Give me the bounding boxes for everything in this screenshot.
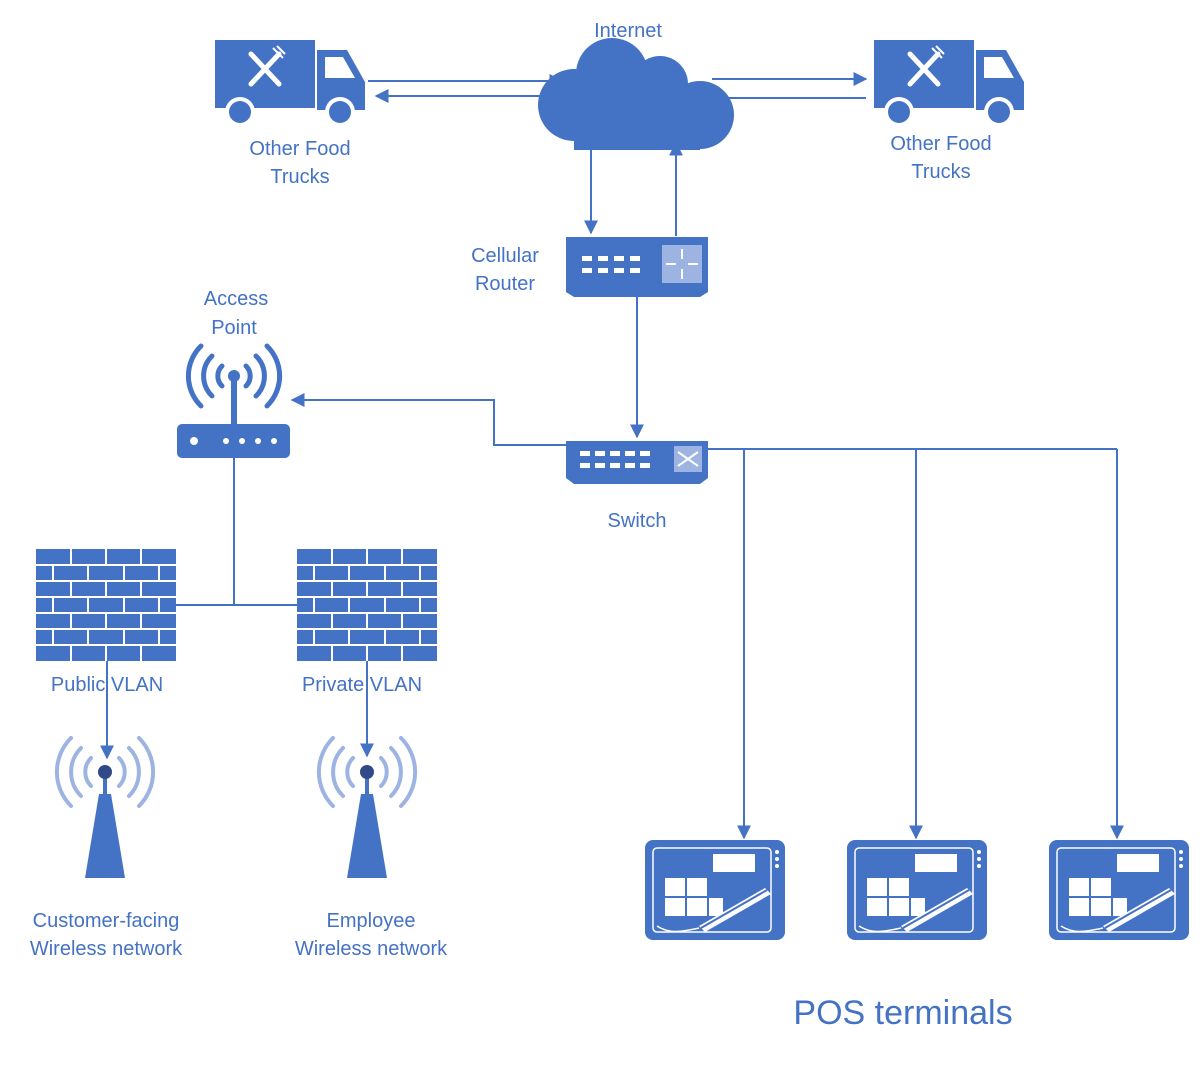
firewall-icon — [35, 548, 177, 662]
access-point-label-line1: Access — [204, 288, 268, 310]
food-truck-icon — [215, 40, 365, 127]
access-point-icon — [177, 343, 290, 458]
other-trucks-left-label-line2: Trucks — [270, 166, 329, 188]
router-icon — [566, 237, 708, 297]
customer-wifi-label-line1: Customer-facing — [33, 910, 180, 932]
switch-label: Switch — [608, 510, 667, 532]
other-trucks-right-label-line2: Trucks — [911, 161, 970, 183]
pos-terminal-icon — [846, 839, 988, 941]
employee-wifi-label-line1: Employee — [327, 910, 416, 932]
public-vlan-label: Public VLAN — [51, 674, 163, 696]
firewall-icon — [296, 548, 438, 662]
customer-wifi-label-line2: Wireless network — [30, 938, 183, 960]
cellular-router-label-line1: Cellular — [471, 245, 539, 267]
pos-terminal-icon — [1048, 839, 1190, 941]
connections — [100, 72, 1124, 840]
other-trucks-left-label-line1: Other Food — [249, 138, 350, 160]
switch-icon — [566, 441, 708, 484]
pos-terminals-label: POS terminals — [793, 994, 1012, 1032]
food-truck-icon — [874, 40, 1024, 127]
wireless-tower-icon — [54, 736, 156, 880]
cellular-router-label-line2: Router — [475, 273, 535, 295]
private-vlan-label: Private VLAN — [302, 674, 422, 696]
pos-terminal-icon — [644, 839, 786, 941]
internet-label: Internet — [594, 20, 662, 42]
access-point-label-line2: Point — [211, 317, 257, 339]
other-trucks-right-label-line1: Other Food — [890, 133, 991, 155]
employee-wifi-label-line2: Wireless network — [295, 938, 448, 960]
cloud-icon — [538, 38, 734, 150]
wireless-tower-icon — [316, 736, 418, 880]
